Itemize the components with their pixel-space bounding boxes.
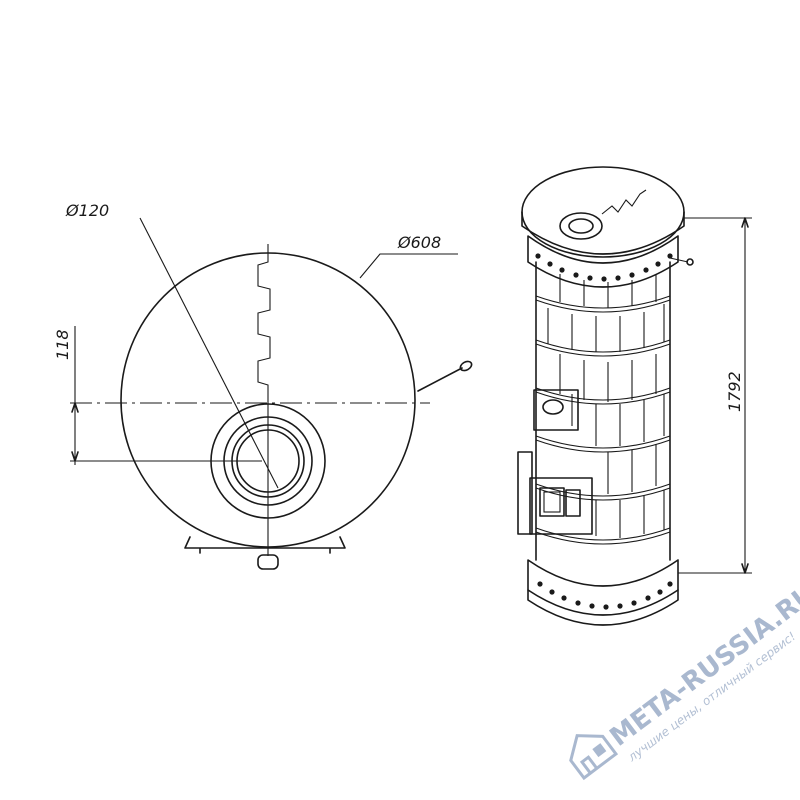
- top-zigzag: [601, 189, 647, 215]
- side-view: [517, 166, 752, 626]
- small-diameter-label: Ø120: [65, 201, 109, 220]
- base-feet: [184, 536, 346, 554]
- watermark-logo-icon: [569, 734, 619, 781]
- poker-knob: [459, 360, 473, 372]
- base-plinth: [527, 589, 679, 626]
- firebox-window-inner: [543, 491, 561, 513]
- bottom-band: [527, 559, 679, 616]
- firebox-window: [539, 487, 565, 517]
- top-lid-rim: [521, 211, 685, 255]
- large-diameter-label: Ø608: [397, 233, 441, 252]
- outlet-outer-ring: [210, 403, 326, 519]
- small-diameter-leader: [139, 217, 279, 489]
- firebox-handle: [565, 489, 581, 517]
- offset-label: 118: [53, 329, 72, 360]
- offset-arrow-bottom: [71, 451, 79, 462]
- top-band: [527, 235, 679, 288]
- top-view: [70, 217, 473, 570]
- outlet-opening: [236, 429, 300, 493]
- upper-door-window: [542, 399, 564, 415]
- height-label: 1792: [725, 371, 744, 412]
- poker-rod: [417, 367, 463, 392]
- zigzag-divider: [257, 244, 271, 556]
- firebox-door: [529, 477, 593, 535]
- watermark: META-RUSSIA.RU лучшие цены, отличный сер…: [569, 579, 800, 781]
- top-outlet-inner: [568, 218, 594, 234]
- side-poker-tip: [686, 258, 694, 266]
- height-arrow-bottom: [741, 563, 749, 574]
- outlet-middle-ring: [223, 416, 313, 506]
- offset-arrow-top: [71, 402, 79, 413]
- side-poker: [669, 257, 689, 263]
- outlet-inner-ring: [231, 424, 305, 498]
- upper-door: [533, 389, 579, 431]
- large-diameter-leader: [359, 253, 458, 279]
- top-outlet-outer: [559, 212, 603, 240]
- brick-joints: [547, 274, 665, 538]
- brick-courses: [535, 295, 671, 545]
- firebox-door-frame: [517, 451, 533, 535]
- height-arrow-top: [741, 217, 749, 228]
- bottom-knob: [257, 554, 279, 570]
- bottom-band-studs: [537, 581, 673, 610]
- top-band-studs: [535, 253, 673, 282]
- top-lid: [521, 166, 685, 258]
